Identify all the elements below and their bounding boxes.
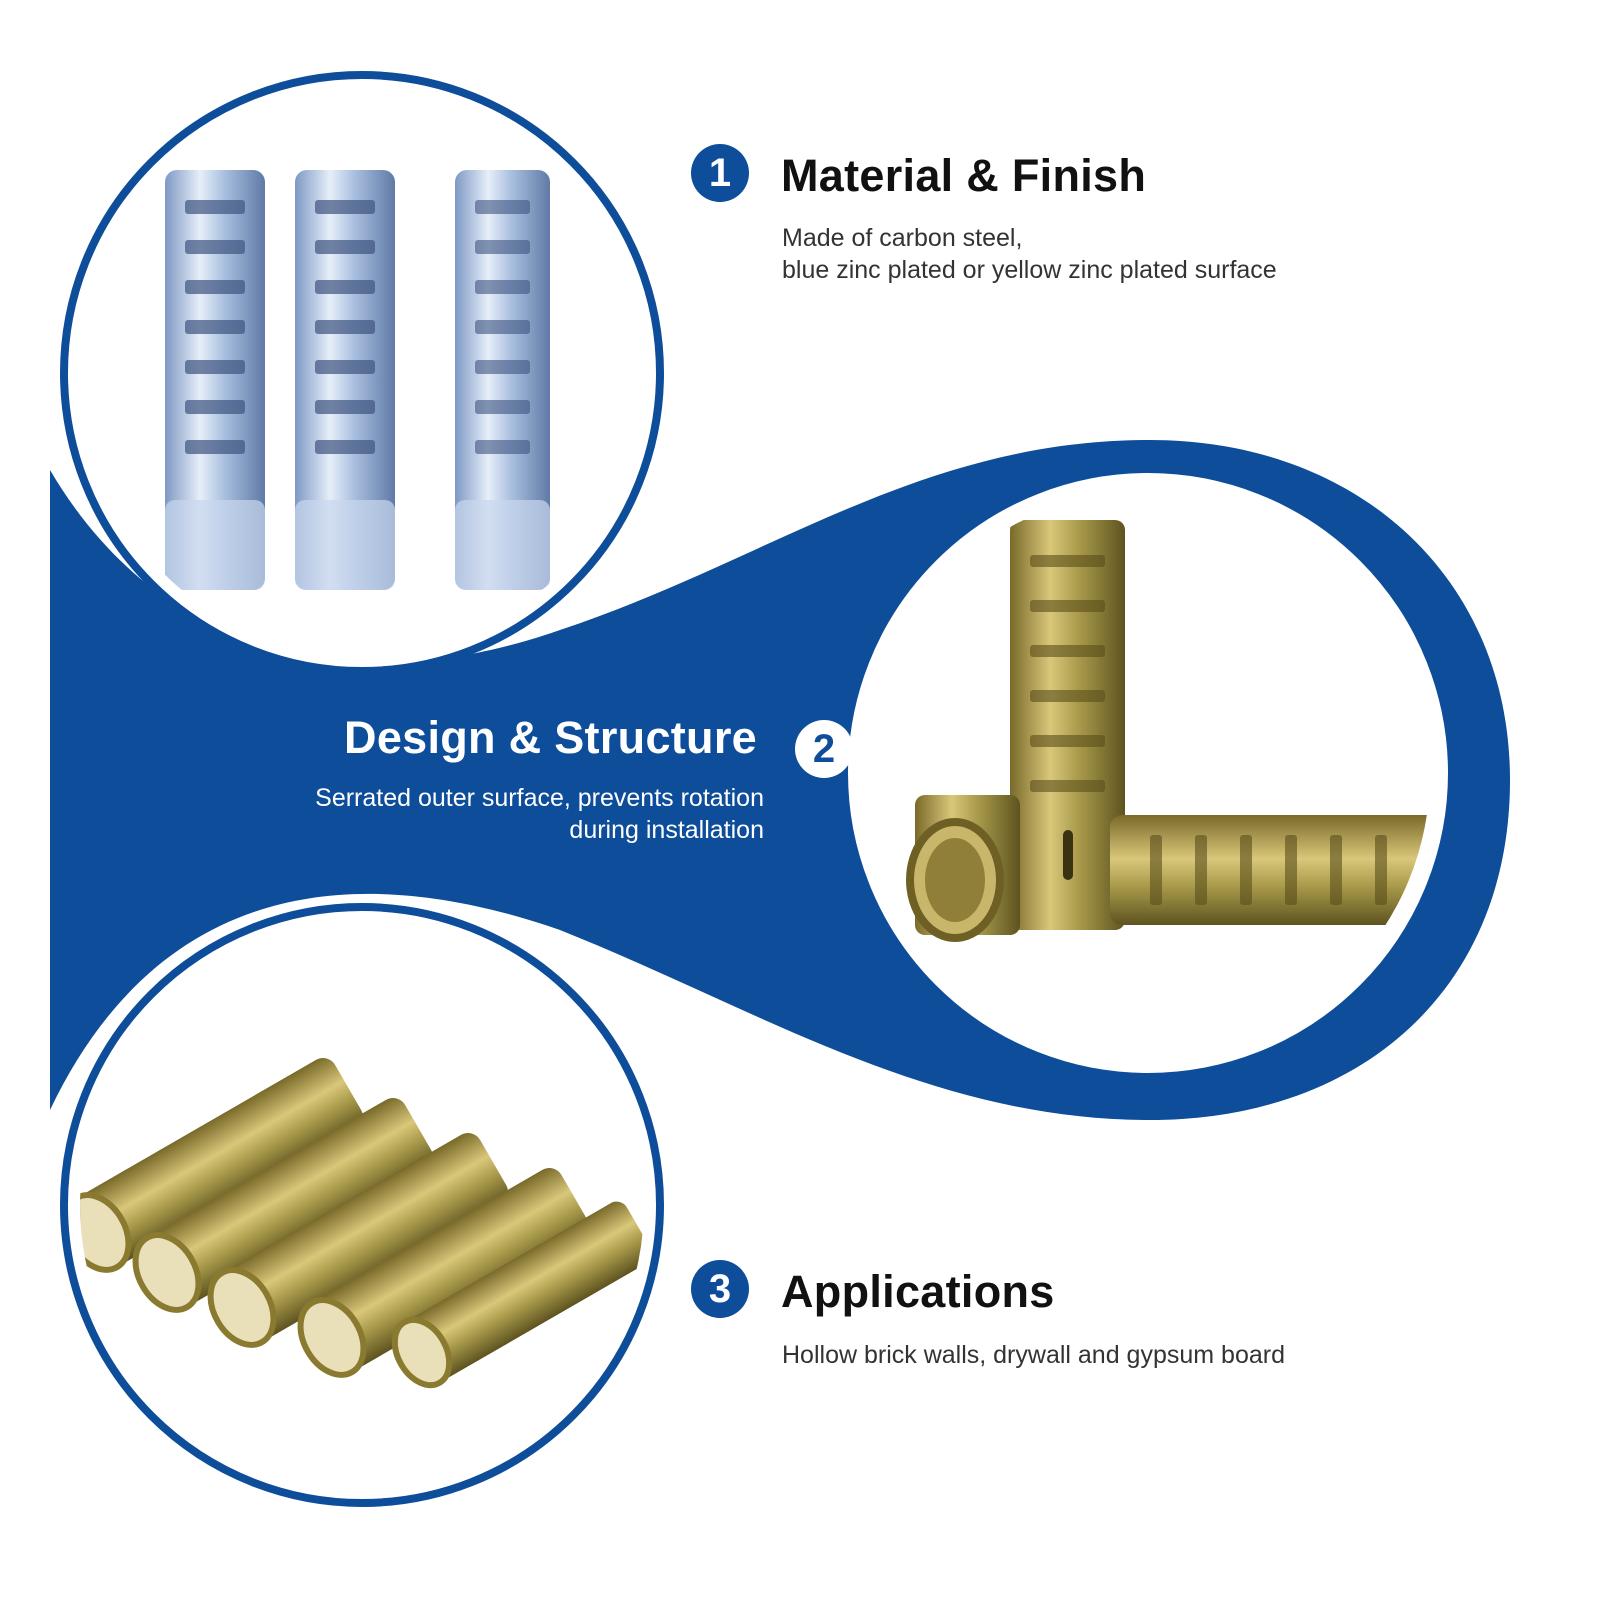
feature-title-material-finish: Material & Finish: [781, 150, 1147, 201]
anchor-diagonal: [391, 1201, 644, 1389]
description-line: Hollow brick walls, drywall and gypsum b…: [782, 1341, 1285, 1369]
anchor-vertical: [295, 170, 395, 590]
description-line: during installation: [569, 816, 764, 844]
anchor-vertical: [165, 170, 265, 590]
blue-zinc-anchors-image: [165, 170, 550, 590]
anchor-horizontal: [1110, 815, 1430, 925]
feature-description-2: Serrated outer surface, prevents rotatio…: [315, 782, 764, 846]
feature-title-design-structure: Design & Structure: [344, 712, 757, 763]
description-line: blue zinc plated or yellow zinc plated s…: [782, 256, 1277, 284]
feature-number-badge-2: 2: [795, 720, 853, 778]
feature-number-badge-3: 3: [691, 1260, 749, 1318]
anchor-end-view: [906, 795, 1020, 942]
feature-number-badge-1: 1: [691, 144, 749, 202]
feature-description-3: Hollow brick walls, drywall and gypsum b…: [782, 1339, 1285, 1371]
feature-title-applications: Applications: [781, 1266, 1055, 1317]
description-line: Serrated outer surface, prevents rotatio…: [315, 784, 764, 812]
feature-description-1: Made of carbon steel, blue zinc plated o…: [782, 222, 1277, 286]
anchor-upright: [1010, 520, 1125, 930]
image-frame-2: [848, 473, 1448, 1073]
yellow-zinc-anchors-row-image: [80, 1057, 644, 1389]
anchor-diagonal: [132, 1097, 434, 1313]
anchor-vertical: [455, 170, 550, 590]
anchor-diagonal: [207, 1132, 509, 1348]
anchor-diagonal: [297, 1167, 590, 1378]
yellow-zinc-anchors-crossed-image: [906, 520, 1430, 942]
description-line: Made of carbon steel,: [782, 224, 1023, 252]
